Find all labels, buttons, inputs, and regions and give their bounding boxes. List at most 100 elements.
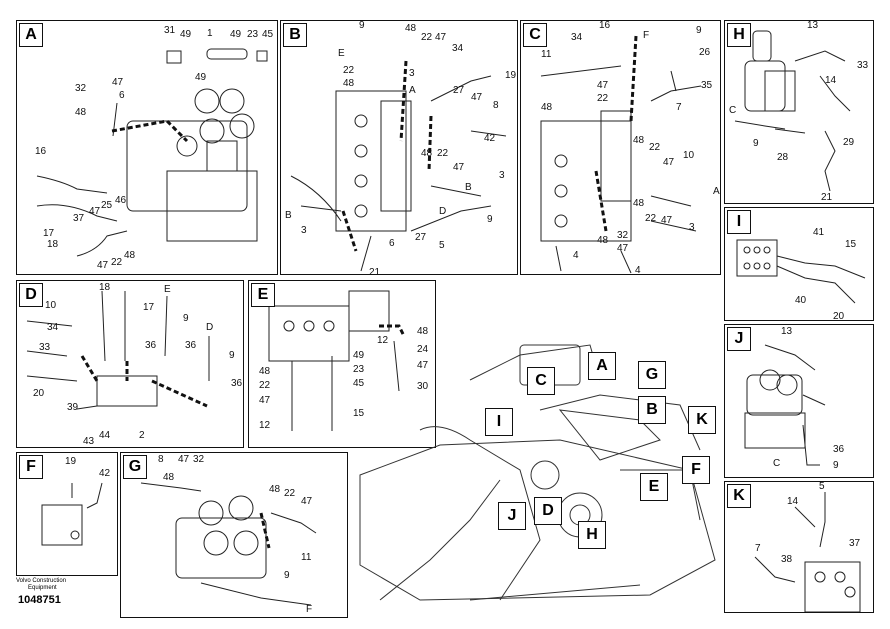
callout: 44 [99, 430, 111, 441]
panel-i-label: I [727, 210, 751, 234]
callout: 22 [645, 213, 657, 224]
callout: 9 [833, 460, 839, 471]
panel-b-label: B [283, 23, 307, 47]
callout: 36 [833, 444, 845, 455]
callout: 22 [597, 93, 609, 104]
callout: A [409, 85, 416, 96]
callout: 36 [145, 340, 157, 351]
callout: 47 [112, 77, 124, 88]
overview-label[interactable]: I [485, 408, 513, 436]
callout: 45 [262, 29, 274, 40]
callout: C [773, 458, 781, 469]
callout: 38 [781, 554, 793, 565]
callout: 12 [377, 335, 389, 346]
callout: 48 [541, 102, 553, 113]
callout: 23 [353, 364, 365, 375]
panel-g-drawing [140, 482, 317, 606]
callout: C [729, 105, 737, 116]
callout: 34 [47, 322, 59, 333]
callout: 32 [617, 230, 629, 241]
callout: 15 [353, 408, 365, 419]
callout: 39 [67, 402, 79, 413]
callout: 48 [269, 484, 281, 495]
callout: 22 [343, 65, 355, 76]
callout: 9 [753, 138, 759, 149]
callout: 47 [661, 215, 673, 226]
callout: 33 [39, 342, 51, 353]
callout: 8 [493, 100, 499, 111]
overview-label[interactable]: F [682, 456, 710, 484]
callout: 14 [825, 75, 837, 86]
overview-label[interactable]: G [638, 361, 666, 389]
overview-label[interactable]: A [588, 352, 616, 380]
overview-label[interactable]: K [688, 406, 716, 434]
callout: F [306, 604, 313, 615]
callout: 47 [663, 157, 675, 168]
callout: 22 [421, 32, 433, 43]
callout: 21 [369, 267, 381, 275]
callout: 41 [813, 227, 825, 238]
callout: 46 [115, 195, 127, 206]
callout: 8 [158, 454, 164, 465]
callout: 47 [617, 243, 629, 254]
callout: 2 [139, 430, 145, 441]
callout: 16 [599, 20, 611, 31]
callout: 22 [649, 142, 661, 153]
callout: 48 [163, 472, 175, 483]
callout: 11 [541, 49, 552, 60]
callout: 19 [505, 70, 517, 81]
callout: 18 [99, 282, 111, 293]
panel-c-drawing [540, 35, 702, 274]
callout: 20 [33, 388, 45, 399]
callout: 49 [353, 350, 365, 361]
callout: 23 [247, 29, 259, 40]
panel-f-drawing [41, 482, 103, 546]
callout: 3 [409, 68, 415, 79]
callout: 22 [259, 380, 271, 391]
callout: 48 [259, 366, 271, 377]
publisher-name: Volvo Construction Equipment [16, 578, 66, 592]
callout: 45 [353, 378, 365, 389]
callout: 48 [633, 135, 645, 146]
callout: 3 [301, 225, 307, 236]
panel-b-drawing [290, 60, 507, 272]
callout: 43 [83, 436, 95, 447]
callout: 27 [415, 232, 427, 243]
callout: 47 [97, 260, 109, 271]
callout: 48 [405, 23, 417, 34]
panel-c-label: C [523, 23, 547, 47]
overview-label[interactable]: H [578, 521, 606, 549]
callout: 49 [180, 29, 192, 40]
overview-label[interactable]: D [534, 497, 562, 525]
callout: 3 [689, 222, 695, 233]
callout: 12 [259, 420, 271, 431]
callout: 42 [484, 133, 496, 144]
callout: 47 [435, 32, 447, 43]
callout: 31 [164, 25, 176, 36]
callout: 27 [453, 85, 465, 96]
overview-label[interactable]: E [640, 473, 668, 501]
callout: 47 [597, 80, 609, 91]
callout: 4 [635, 265, 641, 275]
callout: A [713, 186, 720, 197]
callout: 9 [284, 570, 290, 581]
callout: 28 [777, 152, 789, 163]
callout: 5 [819, 481, 825, 492]
callout: 47 [301, 496, 313, 507]
callout: 47 [453, 162, 465, 173]
panel-h-label: H [727, 23, 751, 47]
callout: B [465, 182, 472, 193]
callout: 10 [45, 300, 57, 311]
document-number: 1048751 [18, 594, 61, 606]
panel-k: K 5 14 37 7 38 [724, 481, 874, 613]
panel-d-drawing [26, 290, 210, 410]
callout: 13 [807, 20, 819, 31]
callout: 20 [833, 311, 845, 321]
callout: 48 [633, 198, 645, 209]
overview-label[interactable]: C [527, 367, 555, 395]
overview-label[interactable]: B [638, 396, 666, 424]
panel-e: E 48 12 24 49 23 47 45 30 48 22 47 15 12 [248, 280, 436, 448]
overview-label[interactable]: J [498, 502, 526, 530]
callout: 17 [43, 228, 55, 239]
callout: 37 [849, 538, 861, 549]
